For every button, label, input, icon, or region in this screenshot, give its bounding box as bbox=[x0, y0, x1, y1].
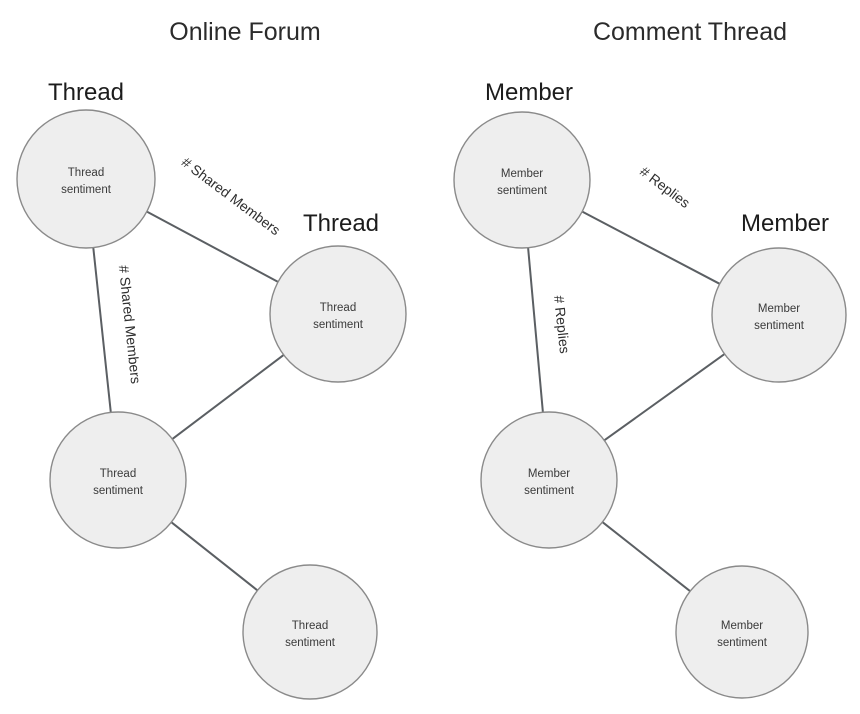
node-circle-t4[interactable] bbox=[242, 564, 378, 700]
edge-t1-t3 bbox=[92, 245, 112, 415]
edge-m1-m2 bbox=[580, 210, 722, 286]
panel-title-online-forum: Online Forum bbox=[169, 18, 320, 46]
node-circle-m2[interactable] bbox=[711, 247, 847, 383]
edge-t1-t2 bbox=[144, 210, 280, 284]
panel-title-comment-thread: Comment Thread bbox=[593, 18, 787, 46]
edge-label-t1-t3: # Shared Members bbox=[116, 264, 144, 384]
edges-group bbox=[92, 210, 727, 593]
edge-m1-m3 bbox=[527, 245, 544, 415]
node-type-label-online-forum-1: Thread bbox=[303, 210, 379, 237]
edge-m2-m3 bbox=[602, 352, 727, 442]
edge-m3-m4 bbox=[600, 520, 692, 593]
node-type-label-comment-thread-0: Member bbox=[485, 79, 573, 106]
edge-t2-t3 bbox=[170, 353, 286, 441]
node-circle-t3[interactable] bbox=[49, 411, 187, 549]
edge-t3-t4 bbox=[169, 520, 260, 593]
edge-label-m1-m3: # Replies bbox=[551, 295, 573, 355]
node-circle-m3[interactable] bbox=[480, 411, 618, 549]
node-circle-m1[interactable] bbox=[453, 111, 591, 249]
edge-label-t1-t2: # Shared Members bbox=[179, 154, 284, 238]
labels-group: # Shared Members# Shared MembersThreadTh… bbox=[48, 18, 829, 385]
node-type-label-online-forum-0: Thread bbox=[48, 79, 124, 106]
node-circle-t1[interactable] bbox=[16, 109, 156, 249]
node-circle-m4[interactable] bbox=[675, 565, 809, 699]
node-type-label-comment-thread-1: Member bbox=[741, 210, 829, 237]
edge-label-m1-m2: # Replies bbox=[637, 163, 693, 211]
node-circle-t2[interactable] bbox=[269, 245, 407, 383]
